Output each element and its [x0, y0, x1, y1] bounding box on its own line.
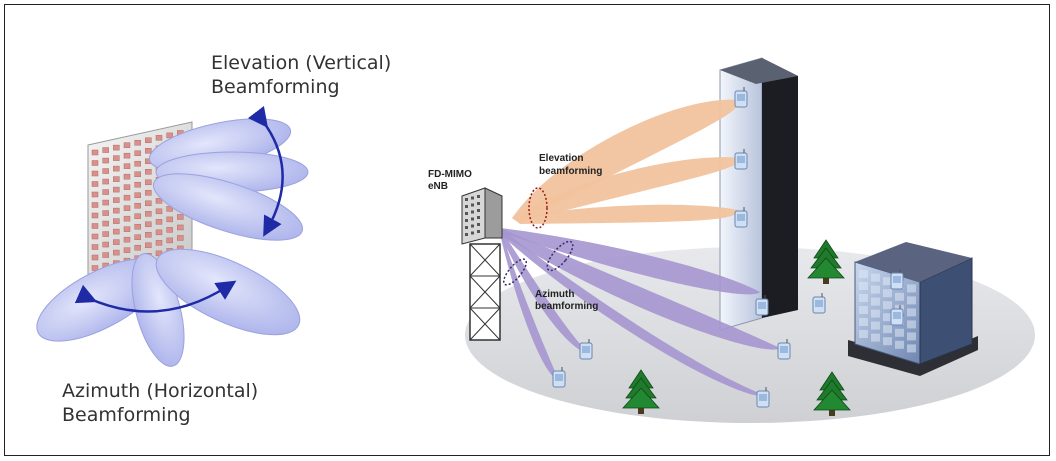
enb-label-line2: eNB — [428, 181, 449, 192]
tree-icon — [622, 369, 660, 414]
left-azimuth-label-line1: Azimuth (Horizontal) — [62, 380, 259, 402]
right-azimuth-label-line2: beamforming — [535, 301, 599, 312]
beam-rings — [502, 187, 574, 286]
enb-label-line1: FD-MIMO — [428, 169, 472, 180]
user-device-icon — [734, 87, 748, 108]
user-device-icon — [777, 339, 791, 360]
enb-tower — [461, 187, 503, 341]
user-device-icon — [734, 207, 748, 228]
elevation-arrow-icon — [247, 105, 284, 237]
left-elevation-label-line2: Beamforming — [211, 76, 340, 98]
azimuth-beams — [500, 228, 780, 396]
user-device-icon — [579, 339, 593, 360]
left-elevation-label-line1: Elevation (Vertical) — [211, 52, 392, 74]
azimuth-arrow-icon — [74, 280, 237, 313]
azimuth-beam-lobes — [36, 248, 301, 367]
user-device-icon — [755, 295, 769, 316]
right-elevation-label-line1: Elevation — [539, 153, 584, 164]
elevation-beams — [512, 99, 741, 224]
office-building — [848, 242, 978, 376]
left-azimuth-label-line2: Beamforming — [62, 404, 191, 426]
user-device-icon — [890, 305, 904, 326]
tree-icon — [813, 371, 851, 416]
right-elevation-label-line2: beamforming — [539, 166, 603, 177]
trees — [622, 239, 851, 416]
user-device-icon — [756, 387, 770, 408]
user-device-icon — [552, 367, 566, 388]
user-device-icon — [812, 293, 826, 314]
tree-icon — [807, 239, 845, 284]
user-device-icon — [734, 149, 748, 170]
user-device-icon — [890, 269, 904, 290]
right-azimuth-label-line1: Azimuth — [535, 289, 575, 300]
tall-building — [719, 57, 798, 331]
user-devices — [552, 87, 904, 408]
